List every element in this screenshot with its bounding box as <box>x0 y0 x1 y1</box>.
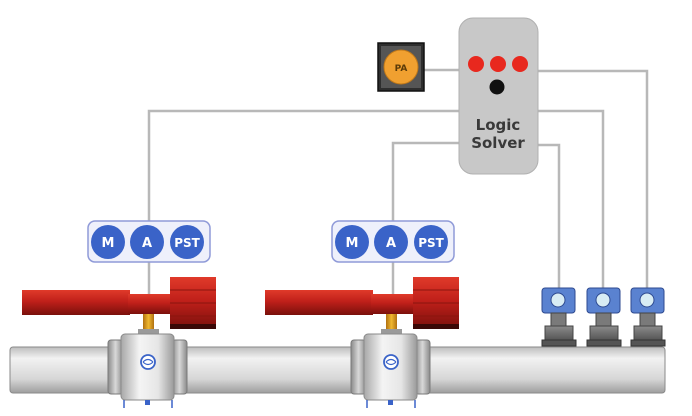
pa-device: PA <box>377 42 425 92</box>
actuator-2 <box>265 277 459 329</box>
pst-button-2[interactable]: PST <box>414 225 448 259</box>
pst-button-label: PST <box>418 236 444 250</box>
logic-solver-label-line2: Solver <box>471 134 525 152</box>
gauge-face-icon <box>595 292 611 308</box>
valve-stem-2 <box>386 314 397 330</box>
wire-solver-to-transmitter3 <box>538 69 649 290</box>
pa-indicator <box>383 49 419 85</box>
manual-button-2[interactable]: M <box>335 225 369 259</box>
transmitter-1 <box>541 287 577 347</box>
valve-body-1 <box>107 333 188 408</box>
indicator-light-3 <box>512 56 528 72</box>
transmitter-3 <box>630 287 666 347</box>
auto-button-label: A <box>386 236 396 251</box>
auto-button-2[interactable]: A <box>374 225 408 259</box>
gauge-face-icon <box>639 292 655 308</box>
status-dot <box>489 79 505 95</box>
auto-button-label: A <box>142 236 152 251</box>
valve-control-panel-1: M A PST <box>87 220 211 263</box>
valve-assembly-1 <box>22 277 216 408</box>
valve-control-panel-2: M A PST <box>331 220 455 263</box>
valve-logo-icon <box>140 354 156 370</box>
gauge-face-icon <box>550 292 566 308</box>
wire-solver-to-transmitter1 <box>538 143 561 290</box>
valve-stem-1 <box>143 314 154 330</box>
manual-button-label: M <box>102 236 115 251</box>
valve-logo-icon <box>383 354 399 370</box>
indicator-light-2 <box>490 56 506 72</box>
manual-button-1[interactable]: M <box>91 225 125 259</box>
manual-button-label: M <box>346 236 359 251</box>
pst-button-label: PST <box>174 236 200 250</box>
wire-solver-to-valve2 <box>391 141 460 222</box>
valve-body-2 <box>350 333 431 408</box>
actuator-1 <box>22 277 216 329</box>
transmitter-2 <box>586 287 622 347</box>
indicator-light-1 <box>468 56 484 72</box>
wire-solver-to-valve1 <box>147 109 460 222</box>
wiring <box>147 68 649 296</box>
wire-solver-to-transmitter2 <box>538 109 605 290</box>
logic-solver-label-line1: Logic <box>476 116 521 134</box>
pst-button-1[interactable]: PST <box>170 225 204 259</box>
pa-label: PA <box>395 64 408 74</box>
valve-assembly-2 <box>265 277 459 408</box>
logic-solver: Logic Solver <box>458 17 539 175</box>
auto-button-1[interactable]: A <box>130 225 164 259</box>
